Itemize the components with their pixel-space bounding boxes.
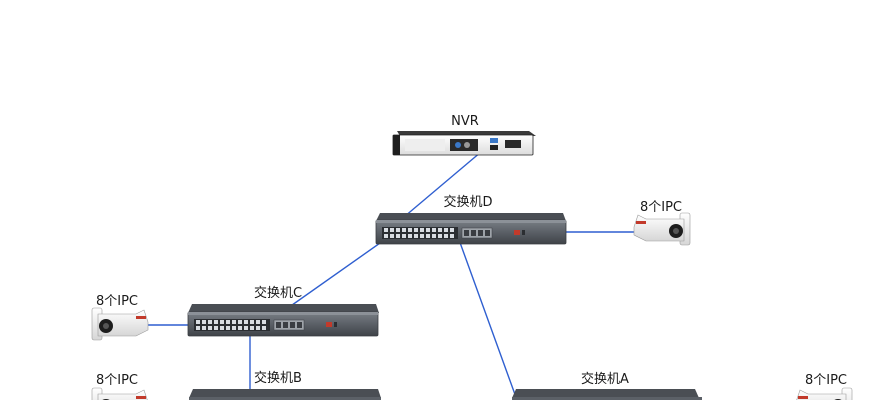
nvr-device bbox=[392, 131, 536, 156]
camera-b-icon bbox=[91, 387, 149, 405]
camera-b-label: 8个IPC bbox=[95, 373, 139, 388]
switch-a-label: 交换机A bbox=[581, 372, 629, 387]
switch-d-label: 交换机D bbox=[443, 195, 493, 210]
switch-c-label: 交换机C bbox=[253, 286, 303, 301]
camera-d-icon bbox=[633, 212, 691, 246]
switch-d-device bbox=[375, 213, 567, 245]
camera-c-label: 8个IPC bbox=[95, 294, 139, 309]
links bbox=[148, 140, 635, 401]
nvr-label: NVR bbox=[451, 114, 479, 129]
switch-b-label: 交换机B bbox=[254, 371, 302, 386]
camera-c-icon bbox=[91, 307, 149, 341]
camera-a-label: 8个IPC bbox=[804, 373, 848, 388]
link-switch-d-switch-a bbox=[457, 236, 518, 401]
switch-a-device bbox=[512, 389, 702, 403]
camera-a-icon bbox=[795, 387, 853, 405]
switch-c-device bbox=[187, 304, 379, 337]
camera-d-label: 8个IPC bbox=[639, 200, 683, 215]
switch-b-device bbox=[189, 389, 381, 403]
